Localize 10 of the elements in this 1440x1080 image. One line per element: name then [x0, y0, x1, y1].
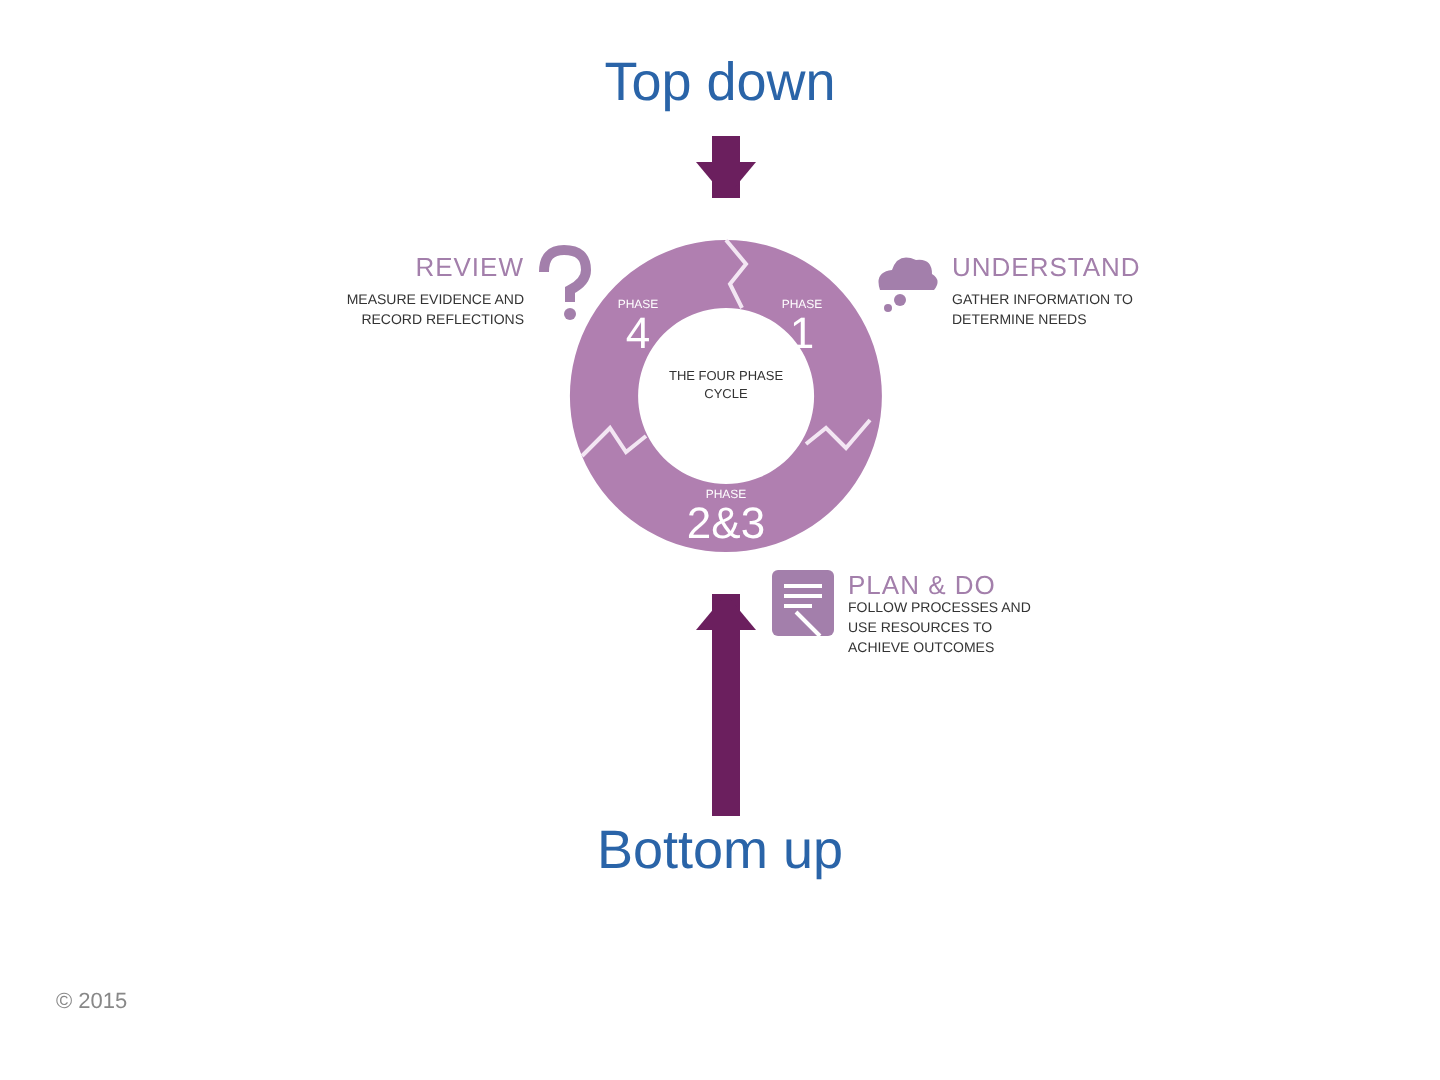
flow-label: Top down — [480, 52, 960, 132]
phase-number: 2&3 — [684, 502, 768, 546]
copyright-text: © 2015 — [56, 988, 128, 1016]
flow-label: Bottom up — [480, 820, 960, 900]
phase-number: 4 — [625, 312, 651, 356]
section-heading: PLAN & DO — [848, 570, 998, 600]
section-heading: UNDERSTAND — [952, 252, 1143, 282]
section-heading: REVIEW — [413, 252, 524, 282]
block-arrow — [696, 594, 756, 816]
block-arrow — [696, 136, 756, 198]
